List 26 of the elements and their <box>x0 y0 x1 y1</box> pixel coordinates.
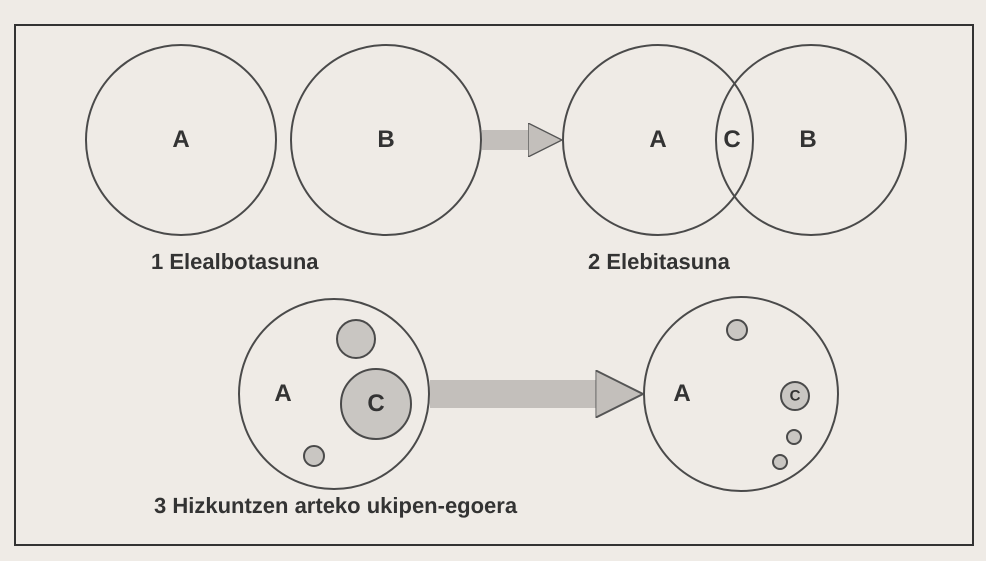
block-arrow <box>482 122 563 158</box>
circle-label: C <box>790 388 800 404</box>
circle <box>772 454 788 470</box>
language-circle <box>780 381 810 411</box>
block-arrow <box>430 369 644 419</box>
language-circle <box>238 298 430 490</box>
language-circle <box>562 44 754 236</box>
language-circle <box>290 44 482 236</box>
language-circle <box>85 44 277 236</box>
language-circle <box>643 296 839 492</box>
circle-label: A <box>673 382 691 406</box>
language-circle <box>715 44 907 236</box>
circle <box>303 445 325 467</box>
circle-label: A <box>649 128 667 152</box>
circle <box>786 429 802 445</box>
circle-label: B <box>377 128 395 152</box>
caption: 3 Hizkuntzen arteko ukipen-egoera <box>154 495 518 517</box>
caption: 2 Elebitasuna <box>588 251 730 273</box>
circle-label: C <box>367 392 385 416</box>
caption: 1 Elealbotasuna <box>151 251 319 273</box>
circle <box>726 319 748 341</box>
overlap-label: C <box>723 128 741 152</box>
circle-label: A <box>274 382 292 406</box>
circle <box>336 319 376 359</box>
circle-label: B <box>799 128 817 152</box>
circle-label: A <box>172 128 190 152</box>
